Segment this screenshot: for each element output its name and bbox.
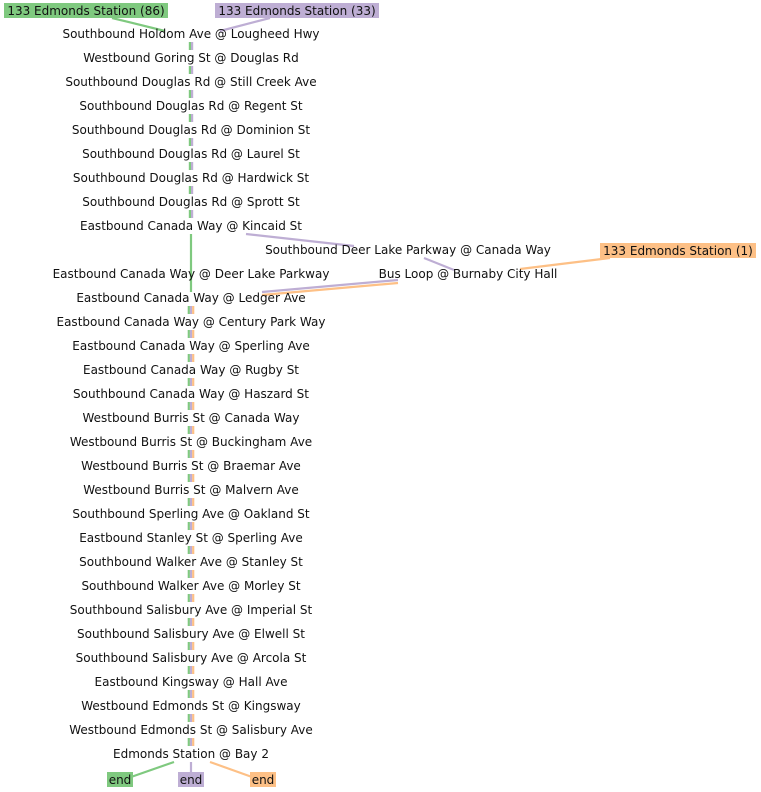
stop-label: Eastbound Canada Way @ Ledger Ave — [76, 291, 305, 305]
route-segment — [111, 16, 166, 33]
stop-label: Eastbound Canada Way @ Century Park Way — [57, 315, 326, 329]
route-segment — [245, 232, 355, 248]
route-segment — [219, 16, 271, 33]
stop-label: Westbound Burris St @ Braemar Ave — [81, 459, 301, 473]
stop-label: Westbound Burris St @ Buckingham Ave — [70, 435, 312, 449]
route-segment — [261, 278, 399, 294]
end-tag-1: end — [252, 773, 275, 787]
end-tag-1-box — [250, 772, 276, 787]
stop-label: Southbound Walker Ave @ Stanley St — [79, 555, 303, 569]
route-segment — [423, 256, 455, 272]
route-tags: 133 Edmonds Station (86) 133 Edmonds Stat… — [4, 3, 756, 787]
stop-label: Westbound Burris St @ Malvern Ave — [83, 483, 299, 497]
route-tag-33-box — [215, 3, 379, 18]
end-tag-86: end — [109, 773, 132, 787]
stop-label: Southbound Walker Ave @ Morley St — [81, 579, 300, 593]
stop-label: Westbound Edmonds St @ Salisbury Ave — [69, 723, 313, 737]
stop-label: Southbound Douglas Rd @ Sprott St — [82, 195, 300, 209]
route-tag-86: 133 Edmonds Station (86) — [7, 4, 164, 18]
stop-label: Southbound Sperling Ave @ Oakland St — [72, 507, 309, 521]
route-tag-33: 133 Edmonds Station (33) — [218, 4, 375, 18]
stop-label: Southbound Douglas Rd @ Dominion St — [72, 123, 311, 137]
stop-label: Eastbound Canada Way @ Deer Lake Parkway — [53, 267, 330, 281]
stop-label: Southbound Douglas Rd @ Laurel St — [82, 147, 300, 161]
route-tag-1: 133 Edmonds Station (1) — [603, 244, 753, 258]
stop-label: Eastbound Canada Way @ Kincaid St — [80, 219, 302, 233]
stop-label: Southbound Douglas Rd @ Regent St — [79, 99, 303, 113]
stop-label: Westbound Goring St @ Douglas Rd — [83, 51, 299, 65]
route-tag-1-box — [600, 243, 756, 258]
stop-label: Southbound Douglas Rd @ Still Creek Ave — [65, 75, 316, 89]
route-segment — [519, 256, 611, 271]
stop-label: Westbound Edmonds St @ Kingsway — [81, 699, 301, 713]
stop-label: Bus Loop @ Burnaby City Hall — [379, 267, 558, 281]
stop-label: Eastbound Canada Way @ Rugby St — [83, 363, 299, 377]
route-tag-86-box — [4, 3, 168, 18]
route-segment — [209, 760, 253, 779]
stop-label: Southbound Salisbury Ave @ Imperial St — [70, 603, 313, 617]
stop-label: Eastbound Canada Way @ Sperling Ave — [72, 339, 309, 353]
stop-label: Southbound Canada Way @ Haszard St — [73, 387, 309, 401]
end-tag-86-box — [107, 772, 133, 787]
stop-label: Southbound Deer Lake Parkway @ Canada Wa… — [265, 243, 551, 257]
end-tag-33-box — [178, 772, 204, 787]
route-segment — [261, 281, 399, 297]
stop-label: Southbound Salisbury Ave @ Elwell St — [77, 627, 305, 641]
stop-label: Eastbound Stanley St @ Sperling Ave — [79, 531, 303, 545]
stop-labels: Southbound Holdom Ave @ Lougheed HwyWest… — [53, 27, 558, 761]
stop-label: Westbound Burris St @ Canada Way — [83, 411, 300, 425]
stop-label: Eastbound Kingsway @ Hall Ave — [95, 675, 288, 689]
stop-label: Southbound Salisbury Ave @ Arcola St — [76, 651, 307, 665]
route-segment — [130, 760, 175, 779]
stop-label: Southbound Douglas Rd @ Hardwick St — [73, 171, 309, 185]
route-edges — [111, 16, 611, 779]
stop-label: Edmonds Station @ Bay 2 — [113, 747, 269, 761]
stop-label: Southbound Holdom Ave @ Lougheed Hwy — [62, 27, 319, 41]
end-tag-33: end — [180, 773, 203, 787]
